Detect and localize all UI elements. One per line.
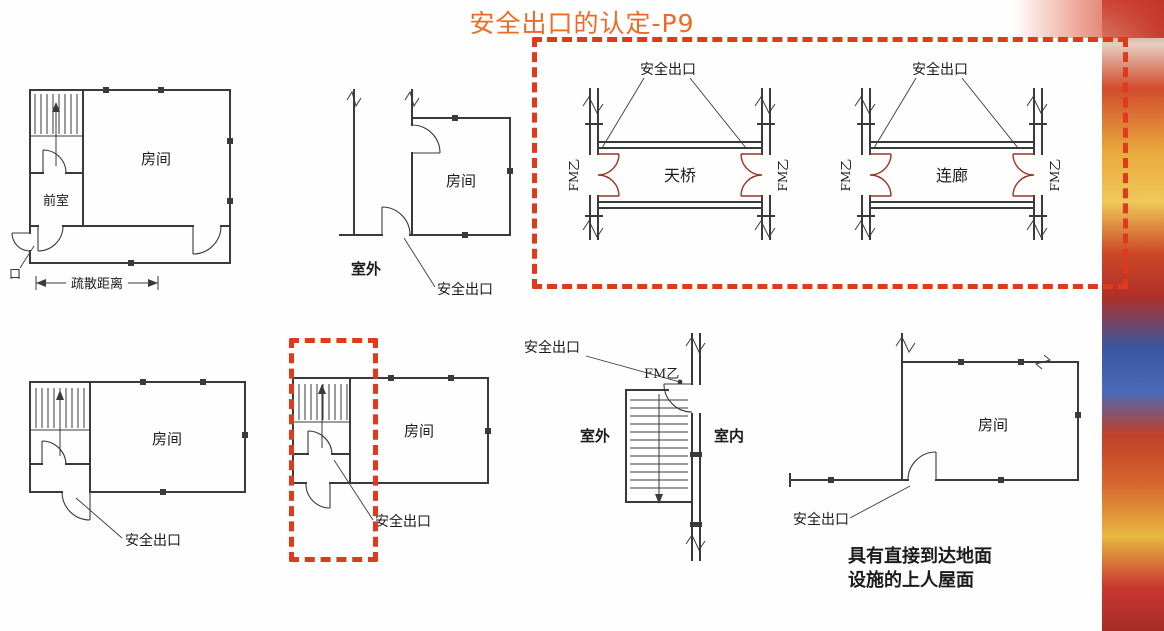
fire-door-left-label: FM乙 bbox=[839, 159, 853, 192]
room-label: 房间 bbox=[404, 422, 434, 440]
exit-label: 安全出口 bbox=[912, 61, 968, 78]
exit-label: 安全出口 bbox=[793, 511, 849, 528]
floorplan-bridge: 安全出口 天桥 FM乙 FM乙 bbox=[567, 61, 790, 240]
floorplan-stair-front-room: 房间 前室 口 疏散距离 bbox=[9, 87, 233, 292]
indoor-label: 室内 bbox=[714, 427, 744, 445]
walls bbox=[339, 89, 513, 288]
floorplan-corridor-exit: 房间 室外 安全出口 bbox=[339, 89, 513, 298]
fire-door-label: FM乙 bbox=[644, 367, 679, 382]
outdoor-label: 室外 bbox=[580, 427, 610, 445]
background-photo-corner bbox=[1014, 0, 1164, 38]
outdoor-label: 室外 bbox=[351, 260, 381, 278]
walls bbox=[11, 87, 233, 290]
walls bbox=[854, 77, 1048, 240]
exit-label: 安全出口 bbox=[640, 61, 696, 78]
corridor-name-label: 连廊 bbox=[936, 166, 968, 185]
exit-label: 安全出口 bbox=[125, 532, 181, 549]
floorplan-outdoor-stair: 安全出口 FM乙 室外 室内 bbox=[524, 333, 744, 561]
highlight-box-stairwell bbox=[289, 338, 378, 562]
room-label: 房间 bbox=[152, 430, 182, 448]
caption-line-2: 设施的上人屋面 bbox=[848, 569, 974, 591]
caption-line-1: 具有直接到达地面 bbox=[848, 545, 992, 567]
exit-label: 安全出口 bbox=[437, 281, 493, 298]
bridge-name-label: 天桥 bbox=[664, 166, 696, 185]
walls bbox=[29, 379, 248, 539]
floorplan-link-corridor: 安全出口 连廊 FM乙 FM乙 bbox=[839, 61, 1062, 240]
walls bbox=[582, 77, 776, 240]
floorplan-roof-access: 房间 安全出口 具有直接到达地面 设施的上人屋面 bbox=[789, 333, 1081, 591]
floorplan-stair-room-left: 房间 安全出口 bbox=[29, 379, 248, 549]
highlight-box-bridges bbox=[532, 37, 1128, 289]
exit-label: 安全出口 bbox=[375, 513, 431, 530]
floorplan-stair-room-highlight: 房间 安全出口 bbox=[292, 375, 491, 530]
exit-label: 安全出口 bbox=[524, 339, 580, 356]
fire-door-right-label: FM乙 bbox=[776, 159, 790, 192]
front-room-label: 前室 bbox=[43, 193, 69, 209]
room-label: 房间 bbox=[978, 416, 1008, 434]
fire-door-right-label: FM乙 bbox=[1048, 159, 1062, 192]
page-title: 安全出口的认定-P9 bbox=[469, 9, 695, 38]
door-mark-label: 口 bbox=[9, 267, 21, 281]
room-label: 房间 bbox=[141, 150, 171, 168]
fire-door-left-label: FM乙 bbox=[567, 159, 581, 192]
walls bbox=[585, 333, 706, 561]
evac-distance-label: 疏散距离 bbox=[71, 276, 123, 292]
room-label: 房间 bbox=[446, 172, 476, 190]
background-photo-strip bbox=[1102, 0, 1164, 631]
walls bbox=[789, 333, 1081, 519]
